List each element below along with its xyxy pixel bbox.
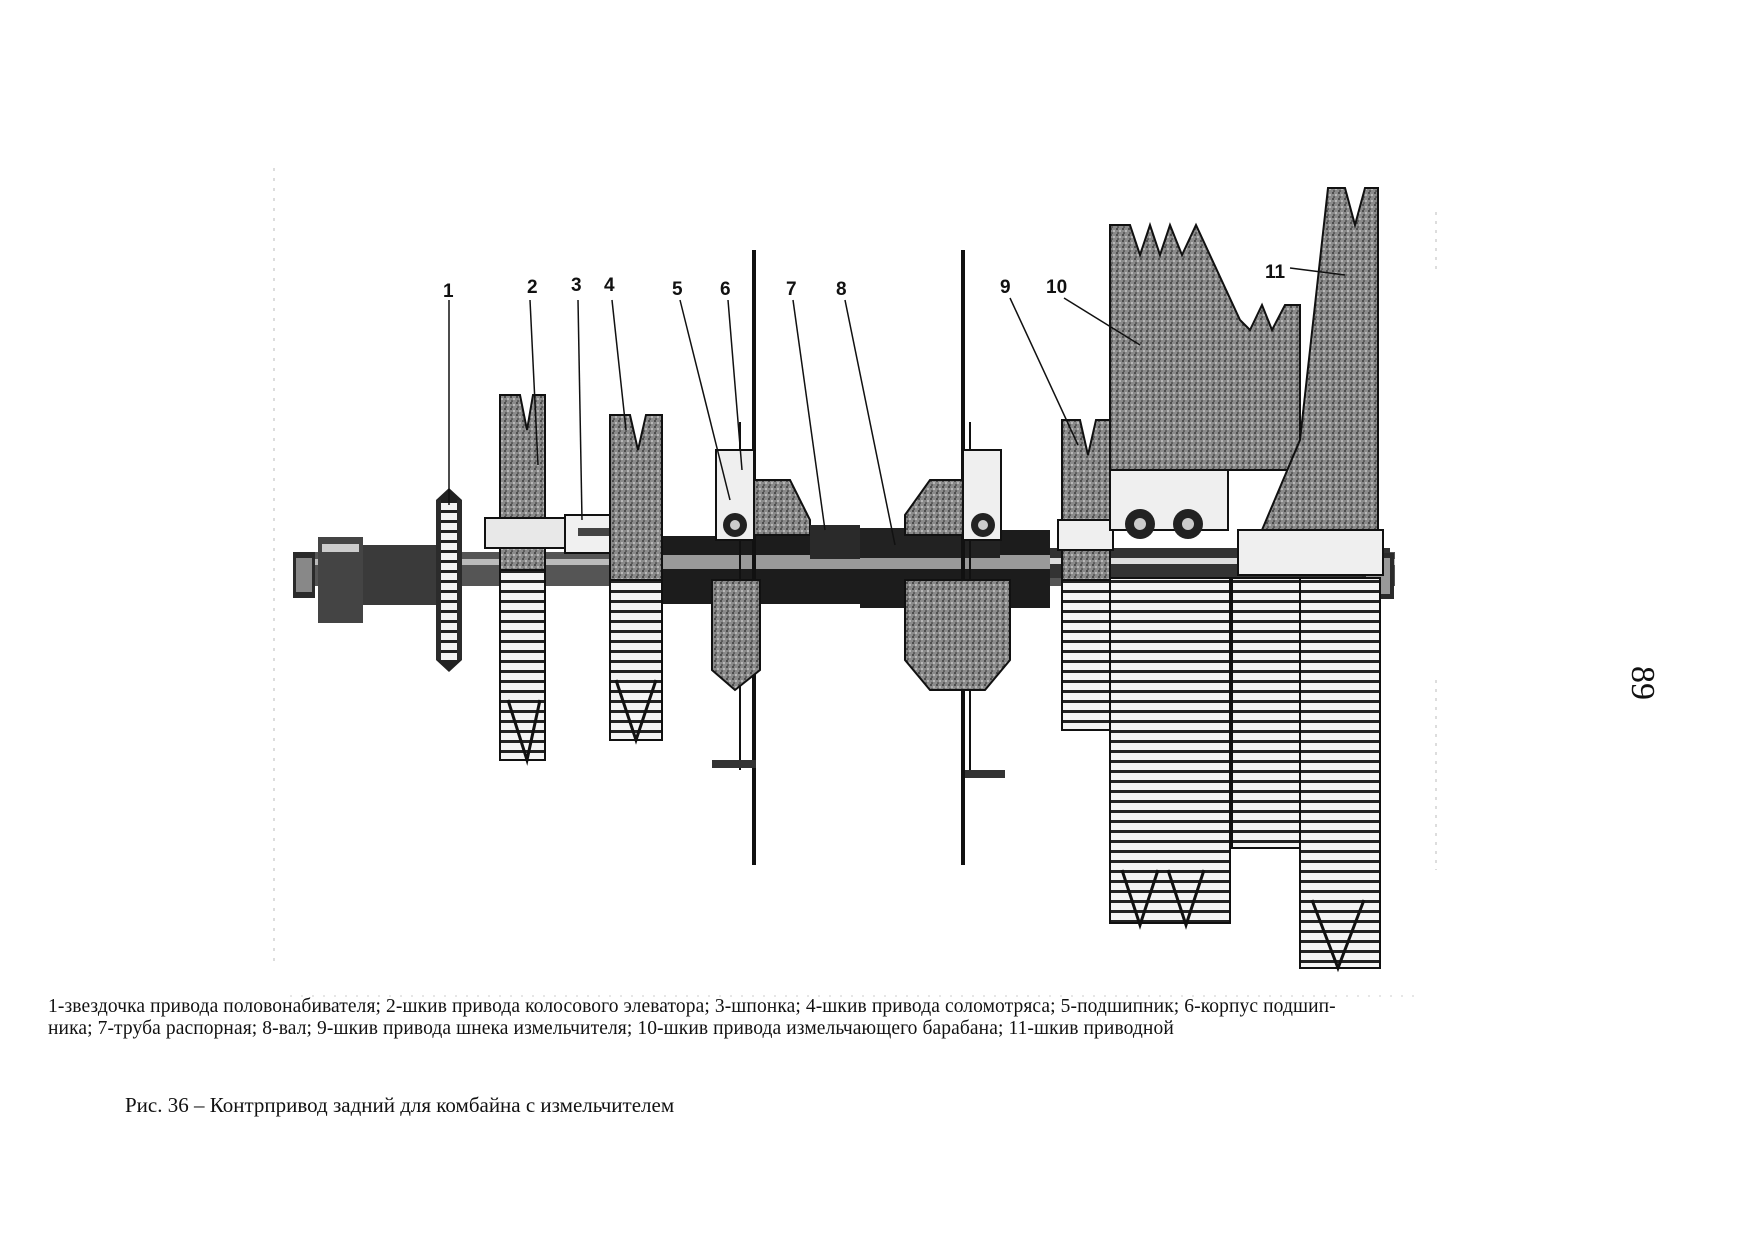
left-bearing-housing: [711, 250, 811, 865]
straw-walker-pulley: [609, 414, 663, 745]
figure-legend: 1-звездочка привода половонабивателя; 2-…: [48, 996, 1668, 1040]
callout-labels: 1 2 3 4 5 6 7 8 9 10 11: [443, 262, 1286, 302]
callout-8: 8: [836, 279, 847, 300]
callout-1: 1: [443, 281, 454, 302]
page-number: 89: [1624, 666, 1661, 700]
callout-4: 4: [604, 275, 615, 296]
legend-line-2: ника; 7-труба распорная; 8-вал; 9-шкив п…: [48, 1018, 1174, 1039]
auger-pulley: [1057, 419, 1114, 731]
right-bearing-housing: [904, 250, 1011, 865]
callout-2: 2: [527, 277, 538, 298]
sprocket: [436, 488, 462, 672]
elevator-pulley: [484, 394, 566, 766]
chopper-drum-pulley: [1109, 221, 1303, 930]
legend-line-1: 1-звездочка привода половонабивателя; 2-…: [48, 996, 1336, 1017]
callout-9: 9: [1000, 277, 1011, 298]
callout-5: 5: [672, 279, 683, 300]
drive-pulley: [1237, 187, 1384, 973]
callout-7: 7: [786, 279, 797, 300]
callout-3: 3: [571, 275, 582, 296]
figure-caption: Рис. 36 – Контрпривод задний для комбайн…: [125, 1093, 675, 1117]
callout-10: 10: [1046, 277, 1067, 298]
callout-leaders: [448, 267, 1346, 546]
callout-11: 11: [1265, 262, 1286, 283]
callout-6: 6: [720, 279, 731, 300]
